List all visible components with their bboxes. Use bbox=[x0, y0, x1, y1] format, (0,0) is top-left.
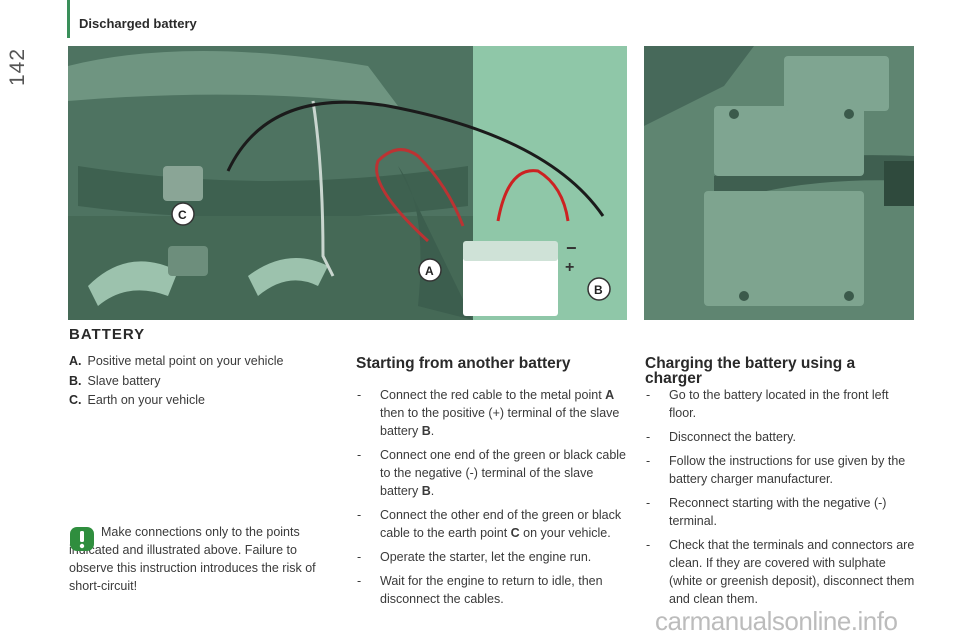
starting-step: Connect the red cable to the metal point… bbox=[356, 386, 628, 440]
warning-icon bbox=[70, 527, 94, 551]
charging-step: Go to the battery located in the front l… bbox=[645, 386, 915, 422]
starting-step: Wait for the engine to return to idle, t… bbox=[356, 572, 628, 608]
legend-item: B.Slave battery bbox=[69, 373, 161, 388]
label-a: A bbox=[425, 264, 434, 278]
section-title: Discharged battery bbox=[79, 16, 197, 31]
charging-steps: Go to the battery located in the front l… bbox=[645, 386, 915, 614]
charging-title: Charging the battery using a charger bbox=[645, 355, 856, 387]
floor-battery-illustration bbox=[644, 46, 914, 320]
minus-label: − bbox=[566, 238, 577, 258]
label-c: C bbox=[178, 208, 187, 222]
charging-step: Follow the instructions for use given by… bbox=[645, 452, 915, 488]
legend-item: A.Positive metal point on your vehicle bbox=[69, 354, 284, 368]
warning-note: Make connections only to the points indi… bbox=[69, 523, 344, 595]
starting-step: Operate the starter, let the engine run. bbox=[356, 548, 628, 566]
warning-text: Make connections only to the points indi… bbox=[69, 525, 316, 593]
legend-item: C.Earth on your vehicle bbox=[69, 393, 205, 407]
charging-step: Check that the terminals and connectors … bbox=[645, 536, 915, 608]
page-number: 142 bbox=[6, 47, 29, 86]
starting-steps: Connect the red cable to the metal point… bbox=[356, 386, 628, 614]
label-b: B bbox=[594, 283, 603, 297]
starting-step: Connect the other end of the green or bl… bbox=[356, 506, 628, 542]
battery-heading: BATTERY bbox=[69, 326, 146, 343]
charging-step: Reconnect starting with the negative (-)… bbox=[645, 494, 915, 530]
charging-step: Disconnect the battery. bbox=[645, 428, 915, 446]
watermark: carmanualsonline.info bbox=[655, 606, 898, 636]
starting-title: Starting from another battery bbox=[356, 355, 571, 372]
section-marker bbox=[67, 0, 70, 38]
legend-list: A.Positive metal point on your vehicle B… bbox=[69, 352, 339, 411]
starting-step: Connect one end of the green or black ca… bbox=[356, 446, 628, 500]
jump-start-illustration: − + C A B bbox=[68, 46, 627, 320]
plus-label: + bbox=[565, 259, 574, 276]
